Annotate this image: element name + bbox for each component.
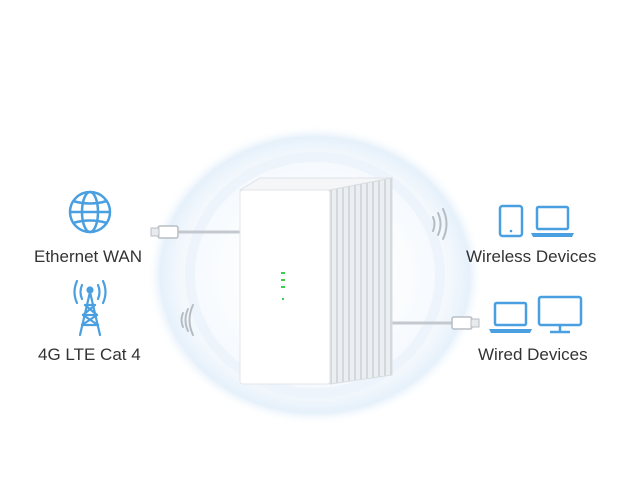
laptop-icon — [489, 301, 532, 333]
cell-tower-icon — [73, 279, 107, 337]
router-led-4 — [282, 298, 284, 300]
globe-icon — [68, 190, 112, 234]
router — [238, 177, 394, 385]
lte-label: 4G LTE Cat 4 — [38, 345, 141, 364]
halo-ring-inner — [185, 152, 445, 398]
wireless-devices-label: Wireless Devices — [466, 247, 597, 266]
ethernet-wan-label: Ethernet WAN — [34, 247, 143, 266]
router-led-3 — [281, 286, 285, 288]
router-led-1 — [281, 272, 285, 274]
ethernet-plug-icon — [390, 316, 480, 330]
wifi-wave-icon — [180, 304, 194, 336]
monitor-icon — [537, 295, 583, 334]
ethernet-plug-icon — [150, 225, 240, 239]
tablet-icon — [498, 204, 524, 238]
laptop-icon — [531, 205, 574, 237]
wifi-wave-icon — [432, 208, 448, 240]
router-led-2 — [281, 279, 285, 281]
wired-devices-label: Wired Devices — [478, 345, 588, 364]
